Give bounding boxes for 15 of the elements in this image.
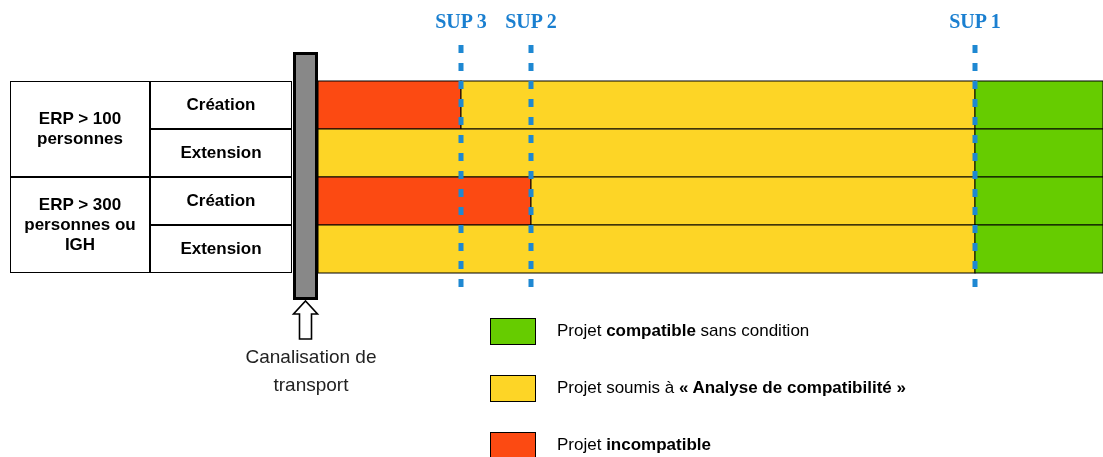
legend-label: Projet soumis à « Analyse de compatibilité »	[557, 378, 906, 398]
legend-label: Projet compatible sans condition	[557, 321, 810, 341]
zone-label: SUP 3	[435, 10, 487, 33]
legend-label: Projet incompatible	[557, 435, 711, 455]
category-cell: ERP > 300 personnes ou IGH	[10, 177, 150, 273]
category-cell: ERP > 100 personnes	[10, 81, 150, 177]
arrow	[291, 299, 320, 340]
pipe-caption: Canalisation de transport	[216, 340, 406, 402]
project-type-cell: Création	[150, 81, 292, 129]
zone-label: SUP 1	[949, 10, 1001, 33]
project-type-cell: Extension	[150, 129, 292, 177]
project-type-cell: Extension	[150, 225, 292, 273]
zone-label: SUP 2	[505, 10, 557, 33]
project-type-cell: Création	[150, 177, 292, 225]
pipe-bar	[293, 52, 318, 300]
